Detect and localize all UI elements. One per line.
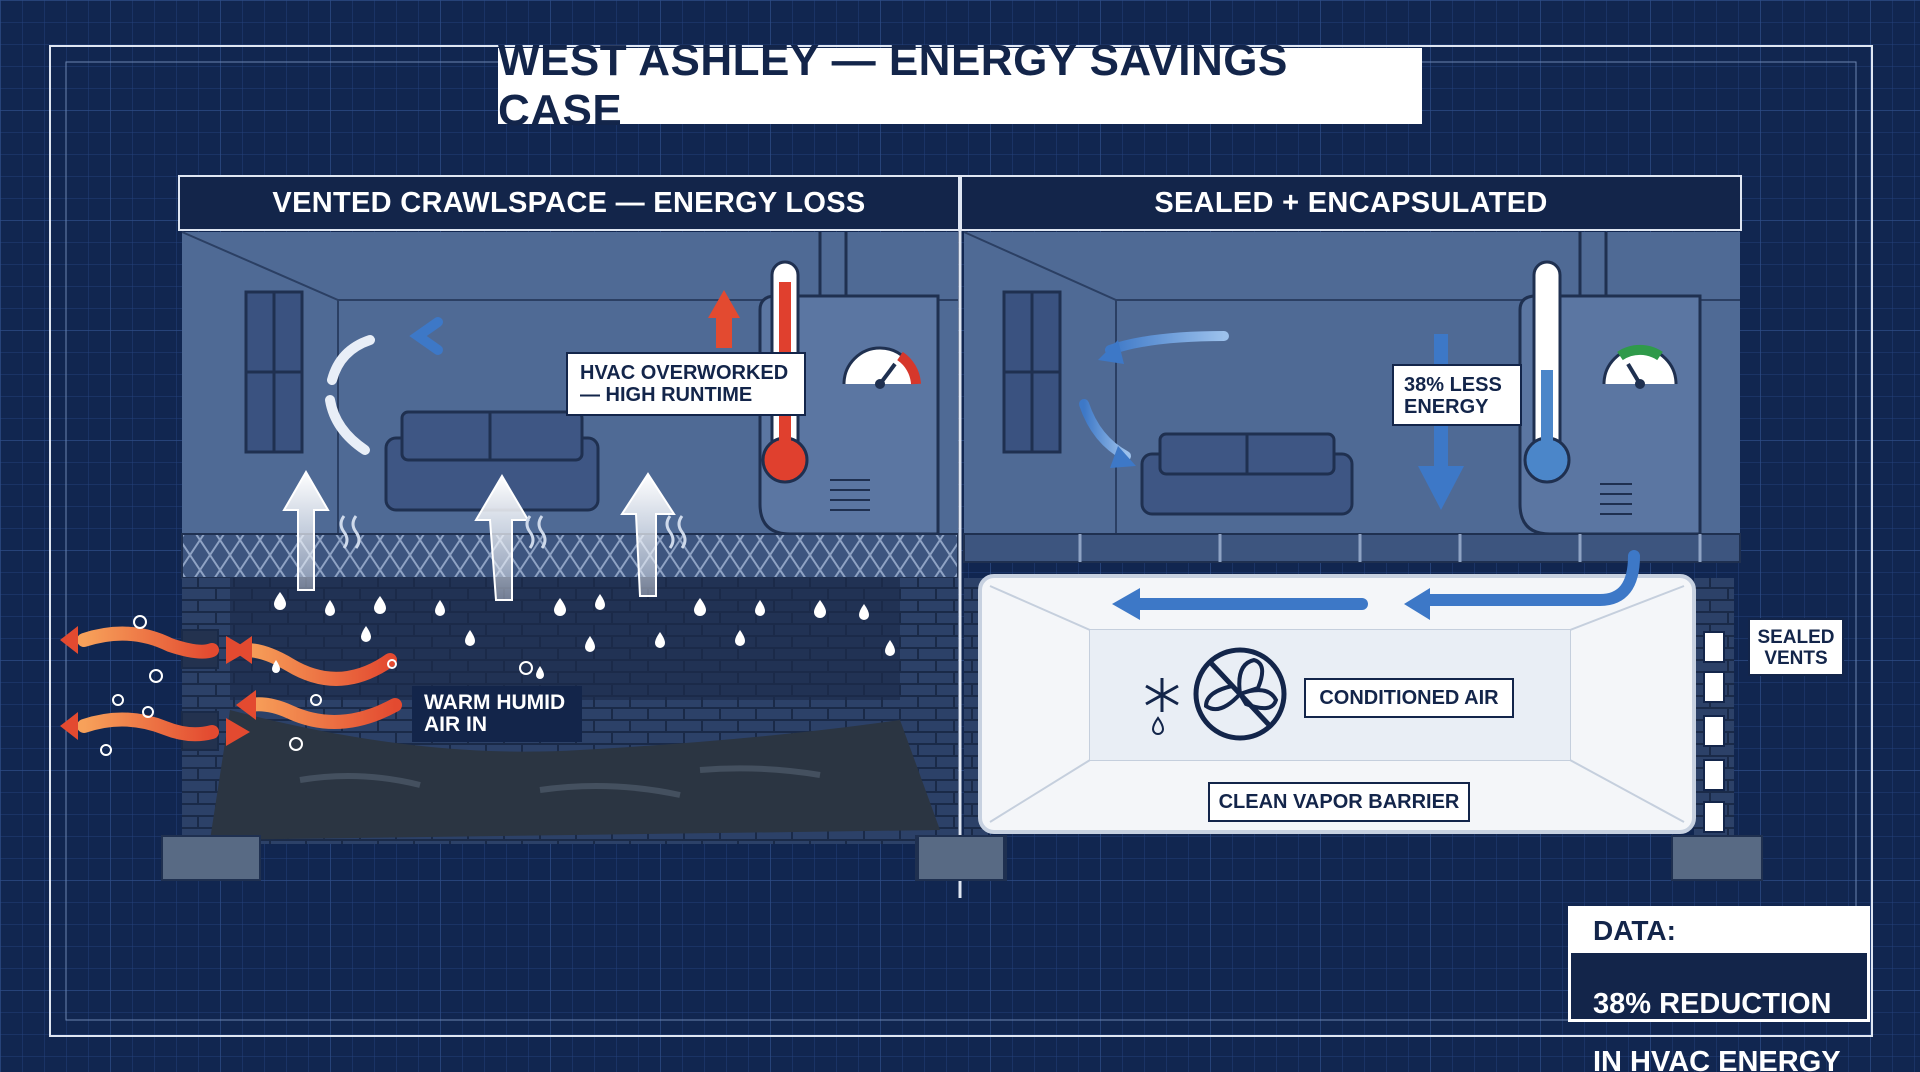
snowflake-icon bbox=[1145, 678, 1179, 712]
sealed-vents-line-1: SEALED bbox=[1757, 627, 1835, 648]
data-card: DATA: 38% REDUCTION IN HVAC ENERGY bbox=[1568, 906, 1870, 1072]
right-pier-2 bbox=[917, 835, 1005, 881]
water-drop-icon bbox=[272, 592, 895, 679]
heat-rising-arrow-icon bbox=[708, 290, 740, 340]
hvac-callout-line-2: — HIGH RUNTIME bbox=[580, 384, 753, 406]
left-panel-scene bbox=[60, 231, 1007, 881]
sealed-vent-icons bbox=[1703, 631, 1725, 833]
left-sofa bbox=[384, 410, 600, 512]
data-card-line-1: 38% REDUCTION bbox=[1593, 988, 1832, 1020]
vapor-barrier-label: CLEAN VAPOR BARRIER bbox=[1208, 782, 1470, 822]
warm-air-arrowheads bbox=[60, 626, 256, 746]
humidity-swirls bbox=[100, 615, 533, 756]
savings-callout-line-1: 38% LESS bbox=[1404, 374, 1502, 396]
savings-callout-line-2: ENERGY bbox=[1404, 396, 1489, 418]
right-pier bbox=[1671, 835, 1763, 881]
page-title: WEST ASHLEY — ENERGY SAVINGS CASE bbox=[498, 36, 1422, 135]
dry-drop-icon bbox=[1151, 716, 1165, 735]
left-pier bbox=[161, 835, 261, 881]
sealed-vents-line-2: VENTS bbox=[1764, 648, 1828, 669]
hvac-gauge-high-icon bbox=[842, 346, 921, 389]
hvac-callout-line-1: HVAC OVERWORKED bbox=[580, 362, 789, 384]
left-panel-heading: VENTED CRAWLSPACE — ENERGY LOSS bbox=[178, 175, 960, 231]
data-card-heading: DATA: bbox=[1571, 909, 1867, 953]
moisture-rising-arrows bbox=[282, 470, 676, 601]
conditioned-air-arrowheads bbox=[1112, 588, 1430, 620]
cool-air-arrowheads bbox=[1098, 340, 1136, 468]
right-window bbox=[1002, 290, 1062, 454]
thermometer-cool-icon bbox=[1523, 260, 1571, 484]
right-sofa bbox=[1140, 432, 1354, 516]
savings-callout: 38% LESS ENERGY bbox=[1392, 364, 1522, 426]
hvac-overworked-callout: HVAC OVERWORKED — HIGH RUNTIME bbox=[566, 352, 806, 416]
right-panel-heading: SEALED + ENCAPSULATED bbox=[960, 175, 1742, 231]
vapor-squiggles bbox=[339, 515, 687, 549]
air-in-line-1: WARM HUMID bbox=[424, 691, 566, 714]
warm-humid-air-label: WARM HUMID AIR IN bbox=[412, 686, 582, 742]
data-card-body: 38% REDUCTION IN HVAC ENERGY bbox=[1571, 953, 1867, 1072]
fan-off-icon bbox=[1193, 647, 1287, 741]
air-circulation-arrows bbox=[325, 317, 525, 455]
data-card-line-2: IN HVAC ENERGY bbox=[1593, 1046, 1841, 1072]
warm-air-arrows bbox=[77, 626, 402, 742]
air-in-line-2: AIR IN bbox=[424, 713, 487, 736]
conditioned-air-label: CONDITIONED AIR bbox=[1304, 678, 1514, 718]
right-floor bbox=[963, 533, 1741, 563]
conditioned-air-arrows bbox=[1130, 550, 1640, 610]
hvac-gauge-low-icon bbox=[1602, 345, 1678, 389]
frame-border bbox=[49, 45, 1873, 1037]
sealed-vents-label: SEALED VENTS bbox=[1748, 618, 1844, 676]
left-window bbox=[244, 290, 304, 454]
